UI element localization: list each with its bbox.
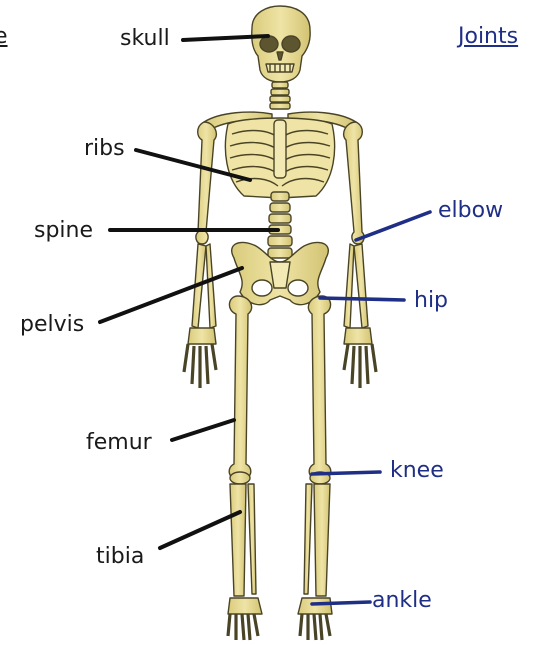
pelvis-leader <box>100 268 242 322</box>
ankle-leader <box>312 602 370 604</box>
right-arm <box>344 122 376 388</box>
femur-label: femur <box>86 430 152 456</box>
spine-column <box>268 192 292 258</box>
right-leg <box>298 296 332 640</box>
elbow-label: elbow <box>438 198 503 224</box>
hip-label: hip <box>414 288 448 314</box>
knee-label: knee <box>390 458 444 484</box>
ribcage <box>225 118 334 198</box>
hip-leader <box>320 298 404 300</box>
spine-label: spine <box>34 218 93 244</box>
ankle-label: ankle <box>372 588 432 614</box>
tibia-label: tibia <box>96 544 144 570</box>
skull-bone <box>252 6 310 82</box>
left-leg <box>228 296 262 640</box>
knee-leader <box>312 472 380 474</box>
clipped-title-fragment: e <box>0 24 8 50</box>
neck-vertebrae <box>270 82 290 109</box>
tibia-leader <box>160 512 240 548</box>
ribs-label: ribs <box>84 136 125 162</box>
skull-label: skull <box>120 26 170 52</box>
elbow-leader <box>356 212 430 240</box>
femur-leader <box>172 420 234 440</box>
pelvis-label: pelvis <box>20 312 84 338</box>
joints-heading: Joints <box>458 24 518 50</box>
